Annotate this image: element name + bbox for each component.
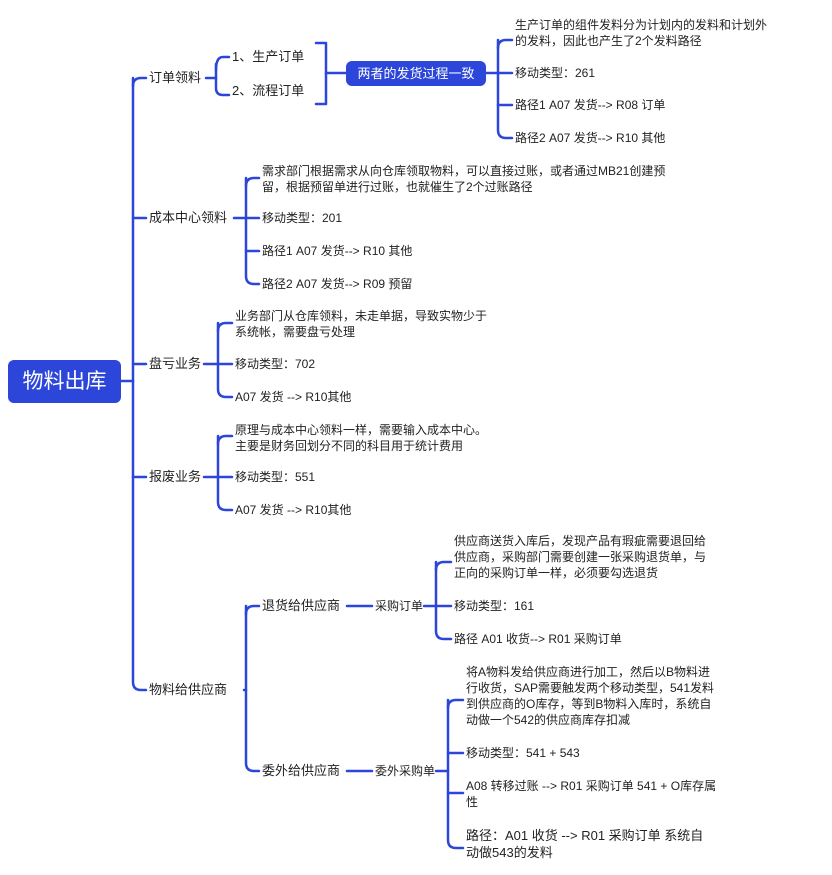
cost-center-desc: 需求部门根据需求从向仓库领取物料，可以直接过账，或者通过MB21创建预留，根据预… xyxy=(262,164,666,194)
node-purchase-order[interactable]: 采购订单 xyxy=(375,599,424,613)
node-process-order[interactable]: 2、流程订单 xyxy=(232,83,305,98)
subcontract-desc: 将A物料发给供应商进行加工，然后以B物料进行收货，SAP需要触发两个移动类型，5… xyxy=(466,665,715,727)
inventory-loss-path: A07 发货 --> R10其他 xyxy=(235,390,352,404)
branch-inventory-loss[interactable]: 盘亏业务 xyxy=(149,356,202,371)
return-movement-type: 移动类型：161 xyxy=(454,599,535,613)
order-detail-desc: 生产订单的组件发料分为计划内的发料和计划外的发料，因此也产生了2个发料路径 xyxy=(515,18,768,48)
subcontract-movement-type: 移动类型：541 + 543 xyxy=(466,746,580,760)
scrap-movement-type: 移动类型：551 xyxy=(235,470,316,484)
node-return-to-vendor[interactable]: 退货给供应商 xyxy=(262,598,341,613)
node-subcontract-po[interactable]: 委外采购单 xyxy=(375,764,436,778)
return-path: 路径 A01 收货--> R01 采购订单 xyxy=(454,632,622,646)
note-same-process[interactable]: 两者的发货过程一致 xyxy=(346,61,486,86)
branch-order-picking[interactable]: 订单领料 xyxy=(149,70,202,85)
order-path-2: 路径2 A07 发货--> R10 其他 xyxy=(515,131,666,145)
cost-center-path-1: 路径1 A07 发货--> R10 其他 xyxy=(262,244,413,258)
cost-center-movement-type: 移动类型：201 xyxy=(262,211,343,225)
scrap-desc-line1: 原理与成本中心领料一样，需要输入成本中心。 xyxy=(235,423,488,437)
node-subcontract-to-vendor[interactable]: 委外给供应商 xyxy=(262,763,341,778)
inventory-loss-desc: 业务部门从仓库领料，未走单据，导致实物少于系统帐，需要盘亏处理 xyxy=(235,309,488,339)
root-node[interactable]: 物料出库 xyxy=(8,360,121,403)
node-production-order[interactable]: 1、生产订单 xyxy=(232,49,305,64)
order-path-1: 路径1 A07 发货--> R08 订单 xyxy=(515,98,666,112)
return-desc: 供应商送货入库后，发现产品有瑕疵需要退回给供应商，采购部门需要创建一张采购退货单… xyxy=(454,534,707,580)
scrap-desc-line2: 主要是财务回划分不同的科目用于统计费用 xyxy=(235,439,464,453)
scrap-path: A07 发货 --> R10其他 xyxy=(235,503,352,517)
branch-scrap[interactable]: 报废业务 xyxy=(149,469,202,484)
order-movement-type: 移动类型：261 xyxy=(515,66,596,80)
branch-material-to-vendor[interactable]: 物料给供应商 xyxy=(149,682,228,697)
cost-center-path-2: 路径2 A07 发货--> R09 预留 xyxy=(262,277,413,291)
subcontract-transfer: A08 转移过账 --> R01 采购订单 541 + O库存属性 xyxy=(466,779,717,809)
branch-cost-center[interactable]: 成本中心领料 xyxy=(149,210,228,225)
inventory-loss-movement-type: 移动类型：702 xyxy=(235,357,316,371)
subcontract-path: 路径：A01 收货 --> R01 采购订单 系统自动做543的发料 xyxy=(466,828,704,860)
